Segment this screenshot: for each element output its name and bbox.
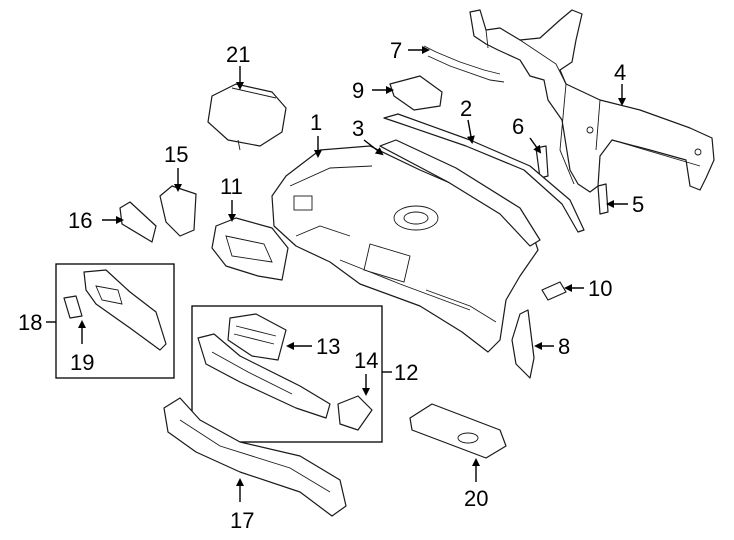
leader-2 [466,119,475,144]
part-4-cross-car-beam [469,9,715,193]
part-13-center-vent [227,313,287,361]
part-17-lower-panel [163,397,347,517]
callout-12: 12 [394,360,418,385]
callout-6: 6 [512,114,524,139]
leader-lines [46,46,628,502]
callout-labels: 1 2 3 4 5 6 7 8 9 10 11 12 13 14 15 16 1… [18,38,644,533]
part-7-wire-harness [423,45,505,83]
leader-3 [363,139,384,156]
callout-10: 10 [588,276,612,301]
part-20-glove-box [409,403,507,459]
part-18-lower-trim [83,269,167,351]
callout-11: 11 [220,174,243,199]
group-12-frame [191,305,383,443]
part-14-vent-knob [337,395,373,431]
callout-14: 14 [354,348,378,373]
part-2-defroster-strip [383,113,585,233]
part-1-instrument-panel [271,139,541,353]
callout-7: 7 [390,38,402,63]
callout-16: 16 [68,208,92,233]
callout-2: 2 [460,96,472,121]
callout-19: 19 [70,350,94,375]
part-10-vent [541,281,567,301]
callout-9: 9 [352,78,364,103]
callout-20: 20 [464,486,488,511]
callout-21: 21 [226,42,250,67]
callout-1: 1 [310,110,322,135]
part-5-bracket [597,183,609,215]
part-11-cluster-bezel [211,217,289,281]
callout-17: 17 [230,508,254,533]
part-15-bracket [159,185,197,237]
callout-18: 18 [18,310,42,335]
group-18-frame [55,263,175,379]
part-19-switch [63,295,83,319]
callout-3: 3 [352,116,364,141]
callout-13: 13 [316,334,340,359]
callout-15: 15 [164,142,188,167]
leader-6 [529,137,542,154]
part-8-side-trim [511,309,535,379]
part-16-switch-panel [119,201,157,243]
callout-8: 8 [558,334,570,359]
part-12-console-trim [197,333,331,419]
part-9-cover [389,75,443,111]
part-6-bracket [535,145,549,179]
callout-4: 4 [614,60,626,85]
callout-5: 5 [632,192,644,217]
part-21-airbag-module [207,83,287,151]
